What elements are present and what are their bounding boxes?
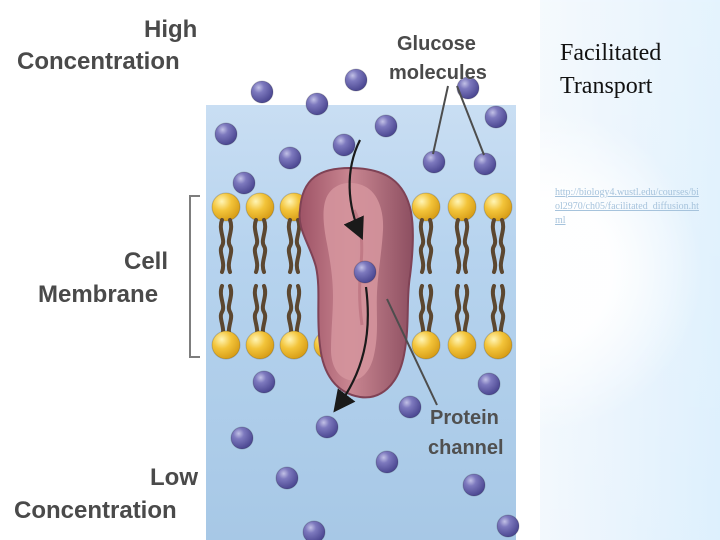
glucose-molecule-9 bbox=[374, 114, 398, 138]
glucose-molecule-16 bbox=[398, 395, 422, 419]
membrane-tail-bottom-b-3 bbox=[294, 284, 302, 340]
membrane-tail-bottom-b-1 bbox=[226, 284, 234, 340]
slide-title: Facilitated Transport bbox=[560, 40, 662, 99]
glucose-molecule-17 bbox=[315, 415, 339, 439]
glucose-molecule-19 bbox=[375, 450, 399, 474]
membrane-tail-bottom-b-2 bbox=[260, 284, 268, 340]
glucose-molecule-11 bbox=[473, 152, 497, 176]
membrane-tail-bottom-b-5 bbox=[426, 284, 434, 340]
glucose-molecules bbox=[214, 68, 520, 540]
glucose-molecule-15 bbox=[477, 372, 501, 396]
glucose-molecule-6 bbox=[214, 122, 238, 146]
membrane-tail-bottom-a-5 bbox=[418, 284, 426, 340]
membrane-head-bottom-3 bbox=[279, 330, 309, 360]
glucose-label-word-1: Glucose bbox=[397, 33, 476, 55]
high-concentration-label-word-1: High bbox=[144, 16, 197, 43]
glucose-molecule-8 bbox=[332, 133, 356, 157]
glucose-molecule-1 bbox=[250, 80, 274, 104]
membrane-tail-top-a-7 bbox=[490, 218, 498, 274]
glucose-molecule-22 bbox=[302, 520, 326, 540]
glucose-molecule-23 bbox=[496, 514, 520, 538]
glucose-label-word-2: molecules bbox=[389, 62, 487, 84]
source-link[interactable]: http://biology4.wustl.edu/courses/biol29… bbox=[555, 187, 699, 227]
glucose-molecule-20 bbox=[275, 466, 299, 490]
low-concentration-label-word-2: Concentration bbox=[14, 497, 177, 524]
high-concentration-label-line-1: High bbox=[144, 16, 197, 43]
membrane-tail-top-b-6 bbox=[462, 218, 470, 274]
side-panel: Facilitated Transport http://biology4.wu… bbox=[540, 0, 720, 540]
protein-channel-label-line-1: Protein bbox=[430, 407, 499, 429]
membrane-head-bottom-5 bbox=[411, 330, 441, 360]
membrane-tail-top-b-1 bbox=[226, 218, 234, 274]
membrane-tail-top-a-2 bbox=[252, 218, 260, 274]
membrane-head-top-7 bbox=[483, 192, 513, 222]
membrane-tail-bottom-b-7 bbox=[498, 284, 506, 340]
glucose-callout-lines bbox=[432, 85, 485, 156]
glucose-molecule-5 bbox=[484, 105, 508, 129]
glucose-molecule-18 bbox=[230, 426, 254, 450]
protein-callout-line bbox=[386, 298, 438, 406]
membrane-head-top-1 bbox=[211, 192, 241, 222]
protein-channel-label-line-2: channel bbox=[428, 437, 504, 459]
membrane-head-top-5 bbox=[411, 192, 441, 222]
membrane-tail-top-b-5 bbox=[426, 218, 434, 274]
membrane-head-top-2 bbox=[245, 192, 275, 222]
membrane-tail-top-a-6 bbox=[454, 218, 462, 274]
membrane-tail-top-b-7 bbox=[498, 218, 506, 274]
cell-membrane-label-word-1: Cell bbox=[124, 248, 168, 275]
membrane-tail-bottom-a-7 bbox=[490, 284, 498, 340]
membrane-tail-top-b-2 bbox=[260, 218, 268, 274]
diagram-panel: High Concentration Glucose molecules Cel… bbox=[14, 16, 520, 540]
membrane-tail-top-a-1 bbox=[218, 218, 226, 274]
cell-membrane-label-line-1: Cell bbox=[124, 248, 168, 275]
membrane-tail-bottom-a-2 bbox=[252, 284, 260, 340]
protein-channel-label-word-1: Protein bbox=[430, 407, 499, 429]
membrane-head-top-6 bbox=[447, 192, 477, 222]
high-concentration-label-line-2: Concentration bbox=[17, 48, 180, 75]
high-concentration-label-word-2: Concentration bbox=[17, 48, 180, 75]
glucose-molecule-13 bbox=[353, 260, 377, 284]
facilitated-transport-diagram: High Concentration Glucose molecules Cel… bbox=[14, 16, 520, 540]
glucose-molecule-2 bbox=[305, 92, 329, 116]
low-concentration-label-line-1: Low bbox=[150, 464, 198, 491]
membrane-tail-bottom-b-6 bbox=[462, 284, 470, 340]
membrane-head-bottom-7 bbox=[483, 330, 513, 360]
bracket-membrane bbox=[189, 195, 200, 358]
membrane-head-bottom-2 bbox=[245, 330, 275, 360]
membrane-tail-top-a-3 bbox=[286, 218, 294, 274]
glucose-molecule-12 bbox=[232, 171, 256, 195]
membrane-tail-top-a-5 bbox=[418, 218, 426, 274]
membrane-tail-bottom-a-6 bbox=[454, 284, 462, 340]
cell-membrane-label-line-2: Membrane bbox=[38, 281, 158, 308]
glucose-label-line-1: Glucose bbox=[397, 33, 476, 55]
transport-arrow bbox=[333, 139, 369, 413]
glucose-molecule-3 bbox=[344, 68, 368, 92]
membrane-head-bottom-6 bbox=[447, 330, 477, 360]
glucose-label-line-2: molecules bbox=[389, 62, 487, 84]
membrane-head-bottom-1 bbox=[211, 330, 241, 360]
membrane-tail-bottom-a-3 bbox=[286, 284, 294, 340]
low-concentration-label-line-2: Concentration bbox=[14, 497, 177, 524]
membrane-tail-bottom-a-1 bbox=[218, 284, 226, 340]
glucose-molecule-7 bbox=[278, 146, 302, 170]
membrane-tail-top-b-3 bbox=[294, 218, 302, 274]
glucose-molecule-14 bbox=[252, 370, 276, 394]
cell-membrane-label-word-2: Membrane bbox=[38, 281, 158, 308]
protein-channel-label-word-2: channel bbox=[428, 437, 504, 459]
glucose-molecule-21 bbox=[462, 473, 486, 497]
low-concentration-label-word-1: Low bbox=[150, 464, 198, 491]
glucose-molecule-10 bbox=[422, 150, 446, 174]
